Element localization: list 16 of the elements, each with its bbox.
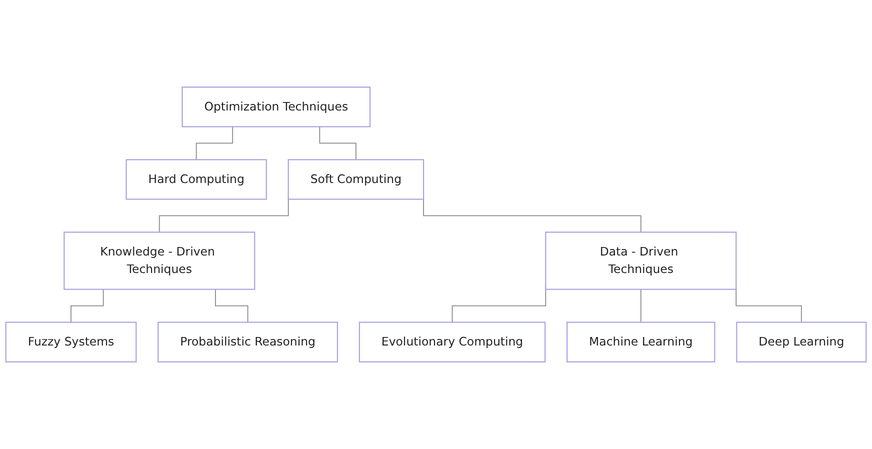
node-box: Probabilistic Reasoning <box>158 322 338 362</box>
connector <box>736 287 802 323</box>
node-box: Soft Computing <box>288 159 424 200</box>
connector <box>215 288 248 323</box>
node-box: Evolutionary Computing <box>358 322 546 362</box>
node-box: Optimization Techniques <box>182 86 371 128</box>
node-box: Knowledge - Driven Techniques <box>64 232 256 290</box>
connector <box>196 126 234 160</box>
connector <box>640 288 642 323</box>
node-box: Fuzzy Systems <box>5 322 137 362</box>
connector <box>319 126 356 160</box>
node-box: Machine Learning <box>566 322 716 362</box>
node-box: Deep Learning <box>736 322 867 362</box>
node-box: Data - Driven Techniques <box>545 232 737 290</box>
connector <box>70 288 104 323</box>
node-box: Hard Computing <box>126 159 267 200</box>
